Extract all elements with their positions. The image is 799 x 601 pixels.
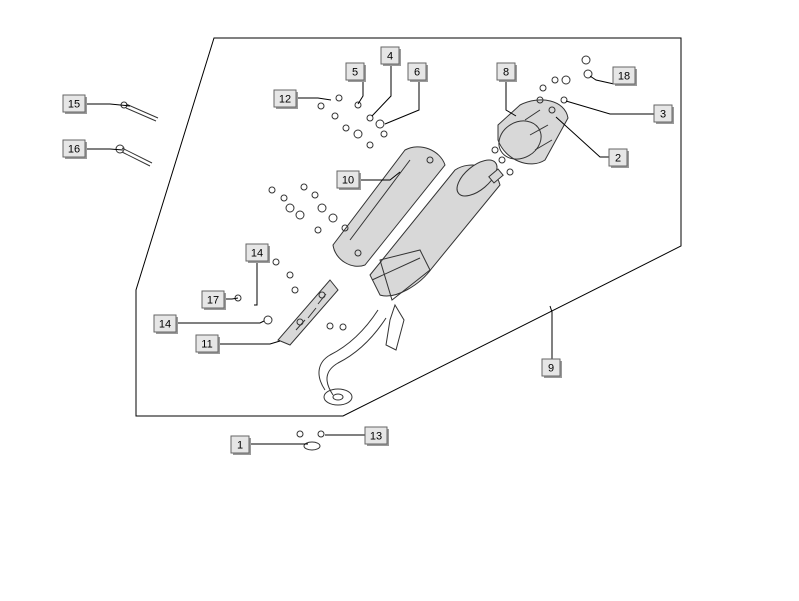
callout-box (62, 94, 86, 113)
callout-box (612, 66, 636, 85)
callout-label: 10 (342, 175, 354, 187)
callout-c2: 2 (608, 148, 629, 168)
callout-box (195, 334, 219, 353)
callout-label: 14 (159, 319, 171, 331)
end-cap (497, 99, 569, 165)
callout-c8: 8 (496, 62, 517, 82)
callout-box (201, 290, 225, 309)
callout-box (336, 170, 360, 189)
callout-label: 4 (387, 51, 393, 63)
callout-box (345, 62, 365, 81)
exhaust-pipe (318, 309, 387, 406)
callout-box (608, 148, 628, 167)
callout-c10: 10 (336, 170, 361, 190)
callout-label: 3 (660, 109, 666, 121)
callout-label: 5 (352, 67, 358, 79)
muffler-body (369, 159, 504, 351)
callout-c11: 11 (195, 334, 220, 354)
bolt-16 (115, 144, 153, 167)
callout-c17: 17 (201, 290, 226, 310)
fasteners (234, 55, 593, 451)
callout-box (153, 314, 177, 333)
callout-label: 11 (201, 339, 212, 351)
callout-label: 13 (370, 431, 382, 443)
heat-shield-lower (277, 279, 339, 346)
callout-c4: 4 (380, 46, 401, 66)
callout-label: 8 (503, 67, 509, 79)
callout-c5: 5 (345, 62, 366, 82)
callout-c1: 1 (230, 435, 251, 455)
assembly-frame (135, 37, 682, 417)
callout-label: 6 (414, 67, 420, 79)
callout-box (245, 243, 269, 262)
callout-c16: 16 (62, 139, 87, 159)
callout-box (496, 62, 516, 81)
callout-c13: 13 (364, 426, 389, 446)
callout-box (62, 139, 86, 158)
callout-label: 15 (68, 99, 80, 111)
bolt-15 (120, 101, 159, 122)
callout-label: 14 (251, 248, 263, 260)
callout-label: 17 (207, 295, 219, 307)
callout-c15: 15 (62, 94, 87, 114)
callout-c12: 12 (273, 89, 298, 109)
heat-shield-upper (332, 146, 446, 267)
callout-box (380, 46, 400, 65)
callout-label: 18 (618, 71, 630, 83)
callout-box (230, 435, 250, 454)
parts-artwork (115, 55, 593, 451)
callout-box (653, 104, 673, 123)
callout-c14b: 14 (153, 314, 178, 334)
callout-box (364, 426, 388, 445)
callout-c18: 18 (612, 66, 637, 86)
callout-c6: 6 (407, 62, 428, 82)
callout-c3: 3 (653, 104, 674, 124)
callout-label: 16 (68, 144, 80, 156)
callout-box (541, 358, 561, 377)
callout-c9: 9 (541, 358, 562, 378)
callout-label: 2 (615, 153, 621, 165)
callout-c14a: 14 (245, 243, 270, 263)
callout-label: 9 (548, 363, 554, 375)
callout-box (273, 89, 297, 108)
callout-box (407, 62, 427, 81)
callout-label: 12 (279, 94, 291, 106)
callout-label: 1 (237, 440, 243, 452)
